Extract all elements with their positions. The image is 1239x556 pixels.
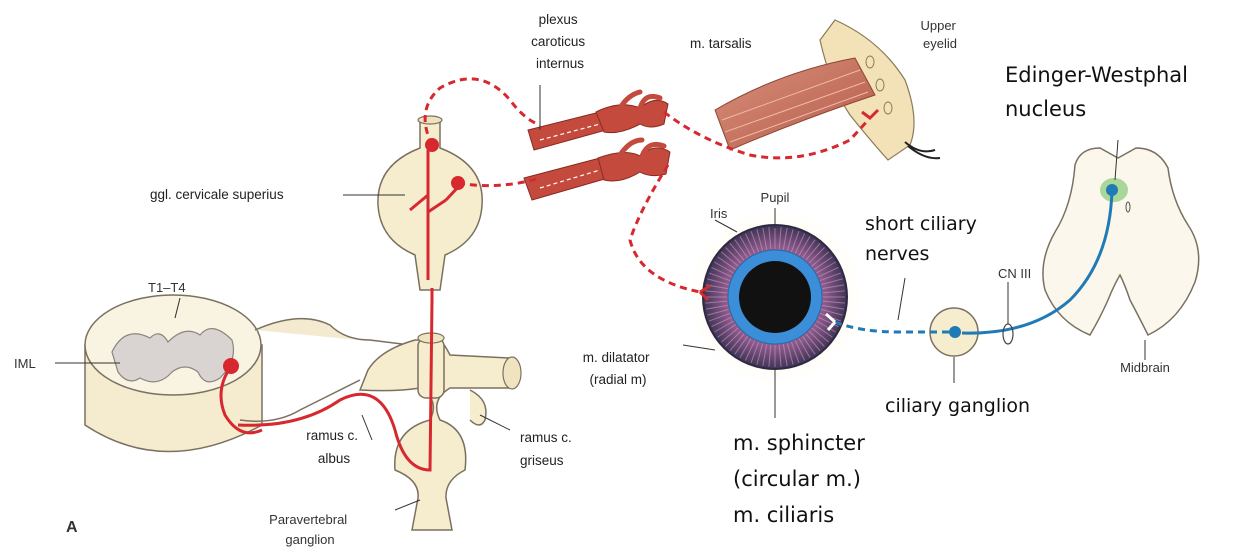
leader-lines xyxy=(55,85,1145,510)
eye-iris xyxy=(683,205,867,389)
label-ciliary-ganglion: ciliary ganglion xyxy=(885,395,1030,417)
internal-carotid-plexus xyxy=(524,92,670,200)
label-cn-iii: CN III xyxy=(998,266,1031,281)
paravertebral-ganglion xyxy=(360,333,521,530)
label-ggl-cervicale-superius: ggl. cervicale superius xyxy=(150,187,284,202)
panel-label: A xyxy=(66,519,78,536)
label-m-sphincter-ciliaris: m. sphincter (circular m.) m. ciliaris xyxy=(733,431,872,527)
label-m-tarsalis: m. tarsalis xyxy=(690,36,752,51)
label-ramus-c-griseus: ramus c. griseus xyxy=(520,430,576,468)
label-short-ciliary-nerves: short ciliary nerves xyxy=(865,213,983,265)
label-t1-t4: T1–T4 xyxy=(148,280,186,295)
label-paravertebral-ganglion: Paravertebral ganglion xyxy=(269,512,351,547)
label-edinger-westphal-nucleus: Edinger-Westphal nucleus xyxy=(1005,63,1195,121)
label-iris: Iris xyxy=(710,206,728,221)
label-upper-eyelid: Upper eyelid xyxy=(920,18,959,51)
label-ramus-c-albus: ramus c. albus xyxy=(306,428,362,466)
label-midbrain: Midbrain xyxy=(1120,360,1170,375)
label-m-dilatator: m. dilatator (radial m) xyxy=(583,350,654,387)
midbrain xyxy=(1043,148,1199,335)
label-plexus-caroticus-internus: plexus caroticus internus xyxy=(531,12,589,71)
label-pupil: Pupil xyxy=(761,190,790,205)
label-iml: IML xyxy=(14,356,36,371)
